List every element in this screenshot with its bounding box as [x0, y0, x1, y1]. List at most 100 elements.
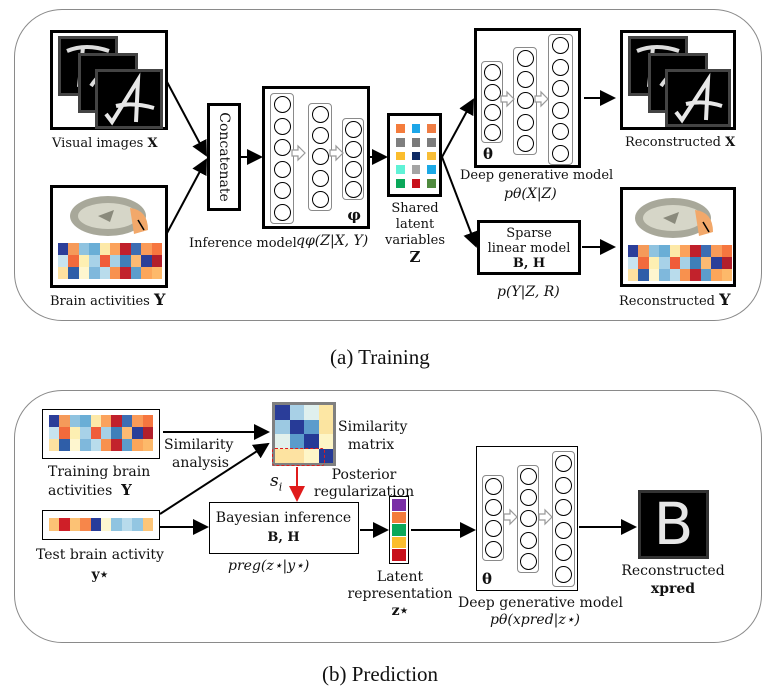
reconstructed-x-box: [620, 30, 736, 130]
network-layer: [548, 34, 573, 165]
activity-cell: [69, 415, 81, 427]
layer-arrow: [538, 508, 553, 526]
activity-cell: [648, 245, 660, 257]
phi-symbol: φ: [347, 206, 361, 224]
activity-cell: [59, 439, 70, 451]
activity-cell: [78, 267, 90, 279]
similarity-cell: [318, 405, 333, 420]
similarity-cell: [275, 419, 290, 434]
reconstructed-pred-text: Reconstructed: [621, 563, 725, 579]
similarity-analysis-line2: analysis: [172, 455, 229, 471]
activity-cell: [679, 245, 691, 257]
reconstructed-pred-image: B: [638, 490, 709, 559]
theta-symbol: θ: [483, 145, 494, 163]
activity-cell: [141, 255, 152, 267]
activity-cell: [638, 257, 649, 269]
similarity-cell: [318, 448, 333, 463]
similarity-cell: [289, 434, 304, 449]
theta-symbol: θ: [482, 570, 493, 588]
training-brain-line2: activities: [48, 483, 113, 499]
similarity-cell: [318, 419, 333, 434]
inference-formula: qφ(Z|X, Y): [296, 233, 369, 249]
arrow-z-to-generative: [441, 98, 474, 158]
bayesian-text: Bayesian inference: [215, 510, 352, 526]
y-symbol: Y: [153, 290, 166, 309]
sparse-line1: Sparse: [506, 226, 552, 241]
activity-cell: [111, 518, 122, 531]
activity-cell: [58, 255, 69, 267]
layer-arrow: [534, 90, 549, 108]
activity-cell: [700, 257, 712, 269]
activity-cell: [638, 245, 649, 257]
reconstructed-y-box: [620, 187, 736, 287]
activity-cell: [142, 415, 153, 427]
latent-cell: [392, 549, 406, 561]
latent-representation-label: Latent representation z⋆: [340, 569, 460, 620]
latent-cell: [392, 524, 406, 536]
network-layer: [342, 118, 364, 200]
prediction-generative-formula: pθ(xpred|z⋆): [490, 612, 580, 628]
activity-cell: [669, 245, 680, 257]
activity-cell: [690, 245, 701, 257]
activity-cell: [90, 518, 101, 531]
activity-cell: [78, 243, 90, 255]
s-subscript: i: [278, 480, 283, 494]
latent-cell: [411, 179, 421, 188]
latent-representation-cells: [392, 499, 406, 561]
latent-cell: [411, 124, 421, 133]
sparse-formula: p(Y|Z, R): [497, 284, 560, 300]
activity-cell: [659, 245, 670, 257]
sparse-line2: linear model: [487, 241, 571, 256]
activity-cell: [68, 243, 79, 255]
network-layer: [308, 103, 332, 211]
activity-cell: [69, 439, 81, 451]
similarity-matrix-label: Similarity matrix: [338, 418, 407, 454]
prediction-generative-label: Deep generative model: [458, 595, 623, 611]
activity-cell: [659, 257, 670, 269]
latent-cell: [396, 137, 405, 147]
generative-network-box: θ: [474, 28, 581, 168]
z-symbol: Z: [409, 248, 421, 266]
training-y-symbol: Y: [121, 481, 132, 499]
arrow-test-to-similarity: [159, 442, 270, 515]
activity-cell: [121, 439, 133, 451]
activity-cell: [142, 439, 153, 451]
prediction-generative-box: θ: [476, 446, 578, 591]
activity-cell: [711, 269, 722, 281]
activity-cell: [711, 245, 722, 257]
activity-cell: [132, 427, 143, 439]
similarity-cell: [318, 434, 333, 449]
activity-cell: [700, 245, 712, 257]
activity-cell: [679, 269, 691, 281]
similarity-cell: [289, 448, 304, 463]
inference-network-box: φ: [262, 86, 370, 229]
similarity-matrix-line2: matrix: [347, 437, 395, 453]
similarity-cell: [304, 434, 319, 449]
shared-latent-line3: variables: [384, 233, 446, 248]
activity-cell: [100, 518, 112, 531]
latent-cell: [392, 536, 406, 548]
s-symbol: s: [270, 471, 279, 491]
activity-cell: [690, 269, 701, 281]
activity-cell: [151, 255, 162, 267]
latent-cell: [392, 499, 406, 511]
activity-cell: [721, 269, 732, 281]
activity-cell: [109, 267, 121, 279]
activity-cell: [659, 269, 670, 281]
activity-cell: [49, 518, 60, 531]
network-layer: [481, 61, 503, 143]
latent-cell: [427, 165, 436, 175]
similarity-cell: [275, 405, 290, 420]
activity-cell: [59, 415, 70, 427]
network-layer: [552, 451, 575, 587]
activity-cell: [121, 427, 133, 439]
activity-cell: [711, 257, 722, 269]
deep-generative-label: Deep generative model: [460, 168, 614, 183]
training-brain-label: Training brain activities Y: [48, 463, 150, 500]
activity-cell: [99, 267, 110, 279]
prediction-panel: [14, 390, 762, 643]
preg-formula: preg(z⋆|y⋆): [228, 558, 310, 574]
activity-cell: [700, 269, 712, 281]
activity-cell: [721, 245, 732, 257]
arrow-images-to-concat: [165, 79, 207, 157]
